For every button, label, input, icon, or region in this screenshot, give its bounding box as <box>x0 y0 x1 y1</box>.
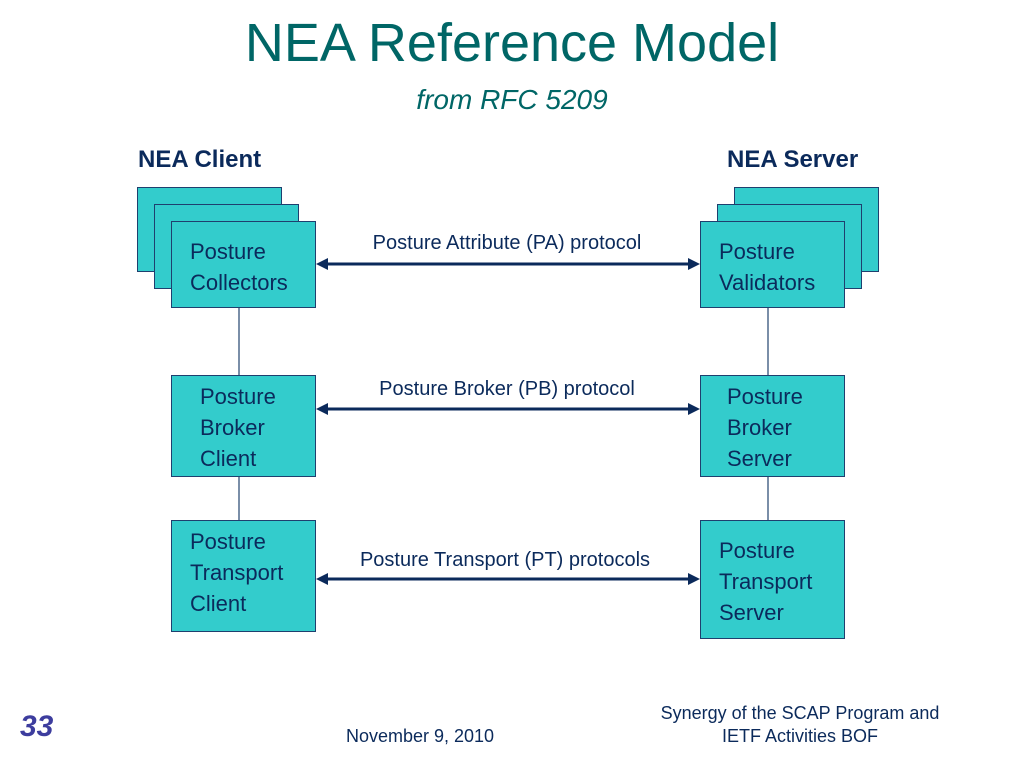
server-validators-broker-connector <box>767 308 769 376</box>
slide-title: NEA Reference Model <box>244 13 780 73</box>
posture-broker-server-line3: Server <box>727 446 792 471</box>
footer-event-line1: Synergy of the SCAP Program and <box>660 703 940 723</box>
nea-client-heading: NEA Client <box>138 146 262 173</box>
posture-validators-line2: Validators <box>719 270 816 295</box>
posture-validators-line1: Posture <box>719 239 795 264</box>
posture-transport-server-line1: Posture <box>719 538 795 563</box>
posture-transport-client-line1: Posture <box>190 529 266 554</box>
posture-broker-server-line1: Posture <box>727 384 803 409</box>
posture-transport-client-box <box>171 520 316 632</box>
pb-protocol-label: Posture Broker (PB) protocol <box>379 378 635 400</box>
pt-arrow-left-head <box>316 573 328 585</box>
server-broker-transport-connector <box>767 477 769 521</box>
footer-event: Synergy of the SCAP Program and IETF Act… <box>620 702 980 748</box>
posture-broker-server-line2: Broker <box>727 415 792 440</box>
nea-server-heading: NEA Server <box>727 146 859 173</box>
pt-protocol-label: Posture Transport (PT) protocols <box>359 549 651 571</box>
posture-broker-client-line1: Posture <box>200 384 276 409</box>
pt-arrow-right-head <box>688 573 700 585</box>
posture-broker-server-box <box>700 375 845 477</box>
slide-number: 33 <box>20 710 54 743</box>
posture-transport-client-line2: Transport <box>190 560 284 585</box>
posture-collectors-box <box>171 221 316 308</box>
posture-transport-server-line3: Server <box>719 600 784 625</box>
footer-date: November 9, 2010 <box>345 726 495 746</box>
posture-transport-server-line2: Transport <box>719 569 813 594</box>
pa-arrow-right-head <box>688 258 700 270</box>
pa-arrow-left-head <box>316 258 328 270</box>
posture-collectors-line2: Collectors <box>190 270 288 295</box>
client-collectors-broker-connector <box>238 308 240 376</box>
posture-broker-client-line2: Broker <box>200 415 265 440</box>
footer-event-line2: IETF Activities BOF <box>721 726 879 746</box>
client-broker-transport-connector <box>238 477 240 521</box>
posture-broker-client-line3: Client <box>200 446 257 471</box>
posture-broker-client-box <box>171 375 316 477</box>
pb-arrow-right-head <box>688 403 700 415</box>
pa-protocol-label: Posture Attribute (PA) protocol <box>372 232 642 254</box>
posture-collectors-line1: Posture <box>190 239 266 264</box>
posture-validators-box <box>700 221 845 308</box>
pb-arrow-left-head <box>316 403 328 415</box>
posture-transport-client-line3: Client <box>190 591 247 616</box>
slide-subtitle: from RFC 5209 <box>416 84 608 115</box>
posture-transport-server-box <box>700 520 845 639</box>
